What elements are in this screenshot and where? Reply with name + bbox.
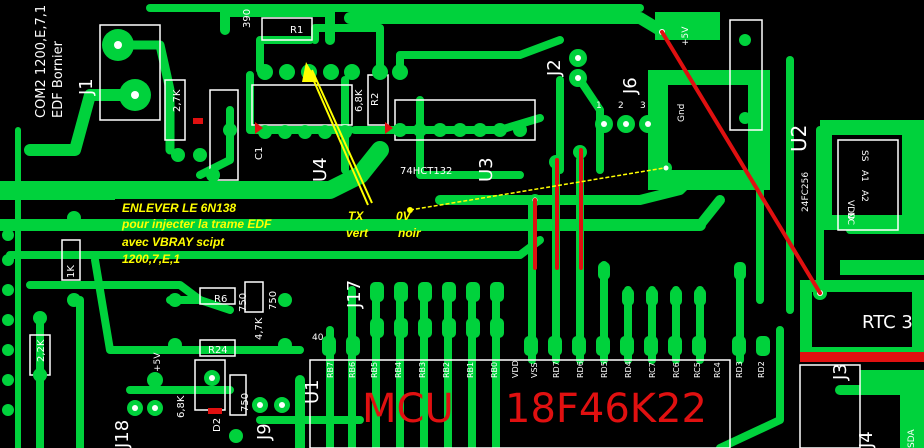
j2-label: J2 [544,59,565,77]
mcu-pin-label: RB6 [348,362,357,378]
r6-label: R6 [214,294,227,305]
j6-label: J6 [620,77,641,95]
j3-label: J3 [830,363,851,381]
com2-label: COM2 1200,E,7,1 [34,5,49,118]
annotation-line-4: 1200,7,E,1 [122,252,180,266]
d2-label: D2 [212,418,223,432]
r2-label: R2 [370,93,381,106]
mcu-pin-label: RD4 [624,361,633,378]
tx-wire-color: vert [346,226,369,240]
mcu-pin-label: RD5 [600,361,609,378]
u4-label: U4 [310,157,331,182]
component-outlines [29,17,899,448]
annotation-text: ENLEVER LE 6N138 pour injecter la trame … [121,201,422,266]
rtc-label: RTC 3 [862,312,913,333]
r-390-label: 390 [242,9,253,28]
r-750-b-label: 750 [268,291,279,310]
mcu-pin-label: RB3 [418,362,427,378]
mcu-pin-label: RC7 [648,362,657,378]
sda-label: SDA [907,429,917,448]
mcu-pin-label: RB7 [326,362,335,378]
mcu-pin-label: RB5 [370,362,379,378]
silkscreen-labels: COM2 1200,E,7,1 EDF Bornier J1 2,7K C1 3… [34,5,917,448]
mcu-pin-label: RC6 [672,362,681,378]
mcu-pin-label: VDD [511,360,520,378]
r-4k7-label: 4,7K [254,317,265,340]
u2-pin-a2: A2 [859,190,869,202]
red-markers [193,118,924,414]
mcu-pin-label: RB0 [490,362,499,378]
r-2k2-label: 2,2K [36,339,47,362]
eeprom-label: 24FC256 [801,172,811,212]
edf-label: EDF Bornier [51,40,66,118]
ic-74hct132-label: 74HCT132 [400,166,452,177]
r-6k8-bottom-label: 6,8K [176,395,187,418]
r1-label: R1 [290,25,303,36]
mcu-pin-label: RB2 [442,362,451,378]
r-750-c-label: 750 [240,393,251,412]
j4-label: J4 [856,431,877,448]
mcu-pin-label: RB1 [466,362,475,378]
tx-arrowhead [302,62,318,82]
j1-label: J1 [76,78,97,96]
plus5v-top-label: +5V [681,26,691,46]
mcu-pin-label: RD6 [576,361,585,378]
pour-cutouts [668,85,912,448]
annotation-line-1: ENLEVER LE 6N138 [122,201,236,215]
c1-label: C1 [254,147,265,160]
r-750-a-label: 750 [238,293,249,312]
annotation-arrows [302,62,665,213]
tx-label: TX [348,209,364,223]
mcu-pin-label: RD3 [735,361,744,378]
gnd-label: Gnd [677,104,687,122]
mcu-label: MCU [362,386,454,432]
mcu-pin-labels: RB7 RB6 RB5 RB4 RB3 RB2 RB1 RB0 VDD VSS … [326,360,766,378]
mcu-pin-label: RC4 [713,362,722,378]
annotation-line-3: avec VBRAY scipt [122,235,225,249]
u2-pin-ss: SS [859,150,869,162]
j17-label: J17 [344,280,365,309]
plus5v-bottom-label: +5V [153,352,163,372]
j9-label: J9 [254,423,275,441]
u2-label: U2 [787,125,811,152]
j18-label: J18 [112,420,133,448]
mcu-pin-label: VSS [530,362,539,378]
r-1k-label: 1K [66,265,77,278]
mcu-pin-label: RD7 [552,361,561,378]
u2-pin-a1: A1 [859,170,869,182]
jumper-wires [533,30,822,295]
mcu-pin-label: RC5 [693,362,702,378]
mcu-part-label: 18F46K22 [505,386,707,432]
pin3-label: 3 [640,101,646,111]
pin1-label: 1 [596,101,602,111]
ov-wire-color: noir [398,226,422,240]
r24-label: R24 [208,345,228,356]
u2-pin-vdd: VDD [845,200,855,220]
u1-label: U1 [302,379,323,404]
ov-label: 0V [396,209,412,223]
u2-pin-nc: NC [845,212,855,225]
r-6k8-top-label: 6,8K [354,89,365,112]
pin2-label: 2 [618,101,624,111]
mcu-pin-label: RD2 [757,361,766,378]
u3-label: U3 [476,157,497,182]
pin40-label: 40 [312,333,324,343]
j17-header-pads [322,262,770,356]
annotation-line-2: pour injecter la trame EDF [121,217,272,231]
mcu-pin-label: RB4 [394,362,403,378]
r-2k7-label: 2,7K [172,89,183,112]
